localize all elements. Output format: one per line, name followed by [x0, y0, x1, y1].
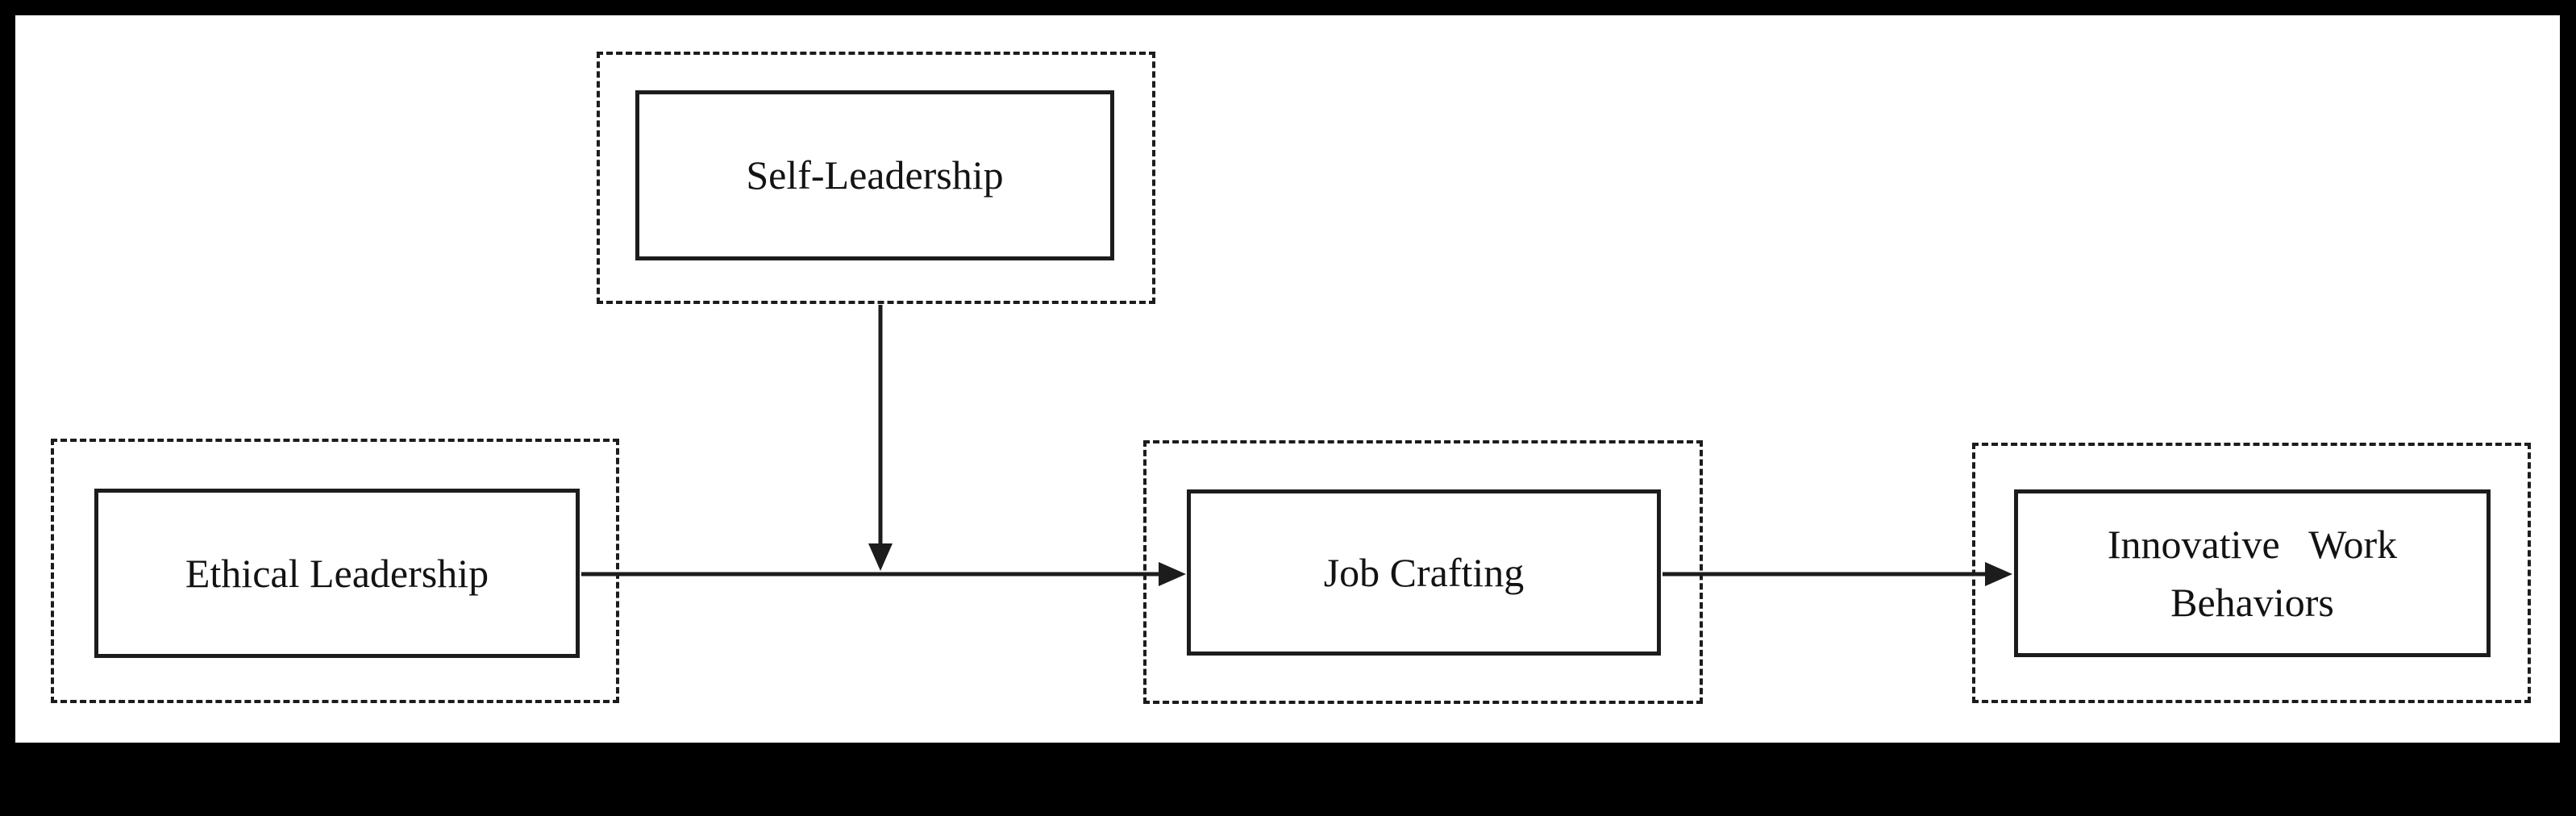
node-label-self-leadership: Self-Leadership — [746, 152, 1004, 198]
node-label-innovative-work-behaviors: Innovative Work Behaviors — [2107, 521, 2398, 626]
node-innovative-work-behaviors: Innovative Work Behaviors — [2014, 489, 2491, 657]
node-ethical-leadership: Ethical Leadership — [94, 489, 580, 658]
node-job-crafting: Job Crafting — [1187, 489, 1661, 656]
node-label-job-crafting: Job Crafting — [1323, 549, 1525, 595]
node-self-leadership: Self-Leadership — [635, 90, 1114, 260]
node-frame-self-leadership — [597, 52, 1155, 304]
node-frame-ethical-leadership — [51, 439, 619, 703]
node-label-ethical-leadership: Ethical Leadership — [185, 550, 489, 596]
